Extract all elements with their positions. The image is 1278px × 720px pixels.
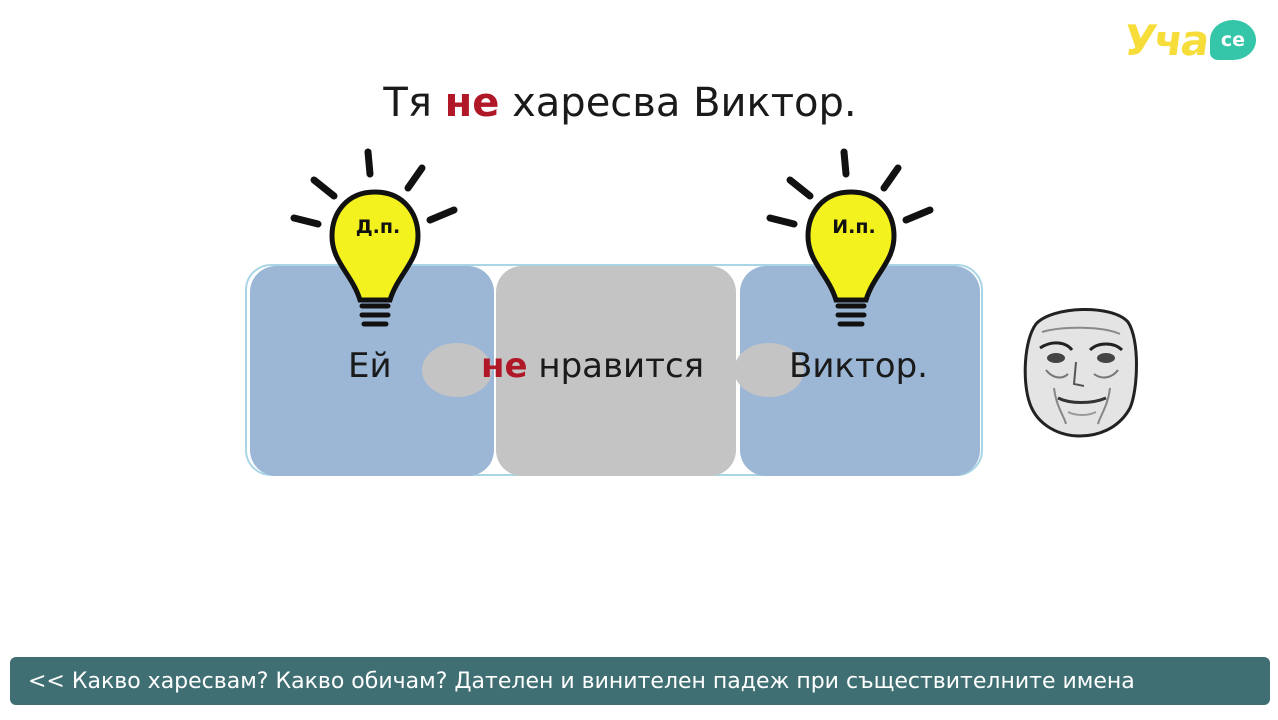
verb-text: нравится bbox=[527, 346, 705, 386]
puzzle-connector-left bbox=[422, 343, 492, 397]
logo-bubble: се bbox=[1210, 20, 1256, 60]
lightbulb-icon bbox=[290, 148, 458, 327]
word-nominative-noun: Виктор. bbox=[789, 346, 928, 386]
sentence-start: Тя bbox=[383, 80, 445, 126]
puzzle-connector-right bbox=[734, 343, 804, 397]
case-label-nominative: И.п. bbox=[832, 216, 876, 238]
puzzle-piece-verb bbox=[496, 266, 736, 476]
meme-face-icon bbox=[1023, 307, 1138, 438]
lesson-nav-bar[interactable]: << Какво харесвам? Какво обичам? Дателен… bbox=[10, 657, 1270, 705]
sentence-negation: не bbox=[444, 80, 500, 126]
uchase-logo[interactable]: Уча се bbox=[1118, 14, 1260, 72]
example-sentence: Тя не харесва Виктор. bbox=[0, 80, 1240, 126]
word-verb-phrase: не нравится bbox=[481, 346, 704, 386]
verb-negation: не bbox=[481, 346, 528, 386]
case-label-dative: Д.п. bbox=[355, 216, 401, 238]
lightbulb-icon bbox=[766, 148, 934, 327]
back-to-lesson-link[interactable]: << Какво харесвам? Какво обичам? Дателен… bbox=[28, 668, 1135, 694]
logo-text: Уча bbox=[1120, 16, 1212, 65]
sentence-end: харесва Виктор. bbox=[499, 80, 857, 126]
word-dative-pronoun: Ей bbox=[348, 346, 392, 386]
